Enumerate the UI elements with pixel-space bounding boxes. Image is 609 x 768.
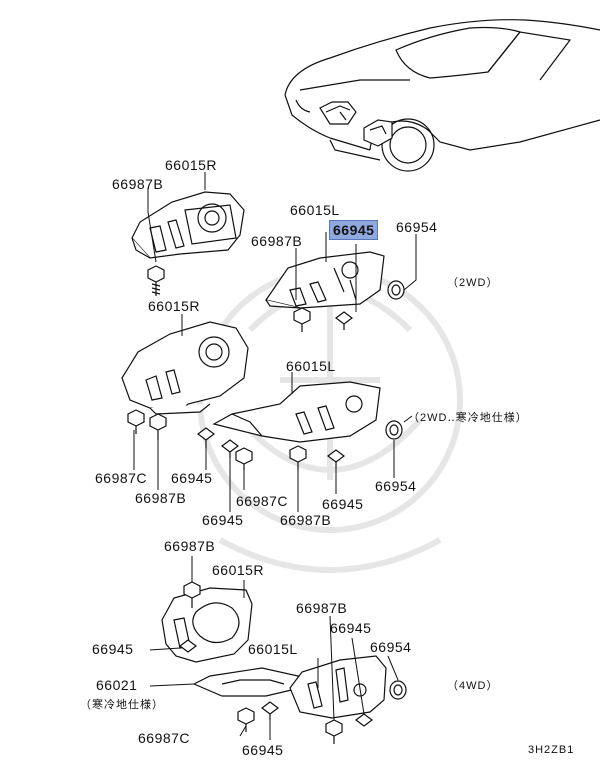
diagram-code: 3H2ZB1: [528, 744, 575, 756]
label-66954-2[interactable]: 66954: [375, 478, 417, 494]
label-66987C-1[interactable]: 66987C: [95, 470, 148, 486]
clip-66945-6: [261, 701, 279, 720]
part-66015R-4wd: [161, 587, 253, 663]
part-66021: [192, 667, 301, 697]
variant-2wd-cold: （2WD‥寒冷地仕様）: [408, 412, 528, 424]
clip-66945-3: [221, 439, 239, 458]
label-66945-1[interactable]: 66945: [171, 470, 213, 486]
label-66945-2[interactable]: 66945: [202, 512, 244, 528]
grommet-66954-3: [389, 680, 407, 700]
variant-2wd: （2WD）: [447, 277, 499, 289]
bolt-66987B-3: [149, 413, 167, 440]
clip-66945-4: [327, 449, 345, 468]
grommet-66954-2: [385, 420, 403, 440]
bolt-66987C-2: [235, 447, 253, 470]
label-66015L-3[interactable]: 66015L: [248, 641, 298, 657]
leader-lines: [133, 172, 417, 740]
bolt-66987B-2: [293, 307, 311, 332]
label-66945-6[interactable]: 66945: [242, 742, 284, 758]
bolt-66987B-1: [147, 265, 165, 296]
label-66987B-4[interactable]: 66987B: [280, 512, 332, 528]
part-66015L-2wd-cold: [212, 381, 381, 443]
part-66015R-2wd-cold: [121, 321, 249, 415]
label-66987B-3[interactable]: 66987B: [135, 490, 187, 506]
label-66945-3[interactable]: 66945: [322, 496, 364, 512]
label-66987B-6[interactable]: 66987B: [296, 600, 348, 616]
label-66945-5[interactable]: 66945: [92, 641, 134, 657]
label-66987C-2[interactable]: 66987C: [236, 493, 289, 509]
label-66015L-2[interactable]: 66015L: [286, 358, 336, 374]
grommet-66954-1: [387, 280, 405, 300]
label-66987B-5[interactable]: 66987B: [164, 538, 216, 554]
label-66015R-1[interactable]: 66015R: [165, 157, 218, 173]
clip-66945-5: [179, 639, 197, 653]
bolt-66987B-4: [289, 445, 307, 470]
variant-4wd: （4WD）: [447, 680, 499, 692]
part-66015L-2wd: [265, 251, 385, 309]
clip-66945-1: [335, 311, 353, 330]
clip-66945-7: [355, 713, 373, 727]
variant-cold-spec: （寒冷地仕様）: [80, 699, 164, 711]
label-66987B-2[interactable]: 66987B: [251, 233, 303, 249]
label-66945-highlighted[interactable]: 66945: [329, 220, 379, 240]
label-66987B-1[interactable]: 66987B: [112, 176, 164, 192]
label-66945-4[interactable]: 66945: [330, 620, 372, 636]
clip-66945-2: [197, 427, 215, 448]
label-66015L-1[interactable]: 66015L: [290, 202, 340, 218]
vehicle-illustration: [284, 19, 601, 172]
bolt-66987C-3: [237, 707, 255, 732]
label-66015R-2[interactable]: 66015R: [148, 298, 201, 314]
bolt-66987C-1: [127, 409, 145, 434]
part-66015L-4wd: [289, 655, 387, 719]
label-66015R-3[interactable]: 66015R: [212, 562, 265, 578]
label-66954-3[interactable]: 66954: [370, 639, 412, 655]
label-66021[interactable]: 66021: [96, 677, 138, 693]
label-66987C-3[interactable]: 66987C: [138, 730, 191, 746]
bolt-66987B-6: [325, 719, 343, 744]
part-66015R-2wd: [131, 191, 245, 259]
label-66954-1[interactable]: 66954: [396, 219, 438, 235]
